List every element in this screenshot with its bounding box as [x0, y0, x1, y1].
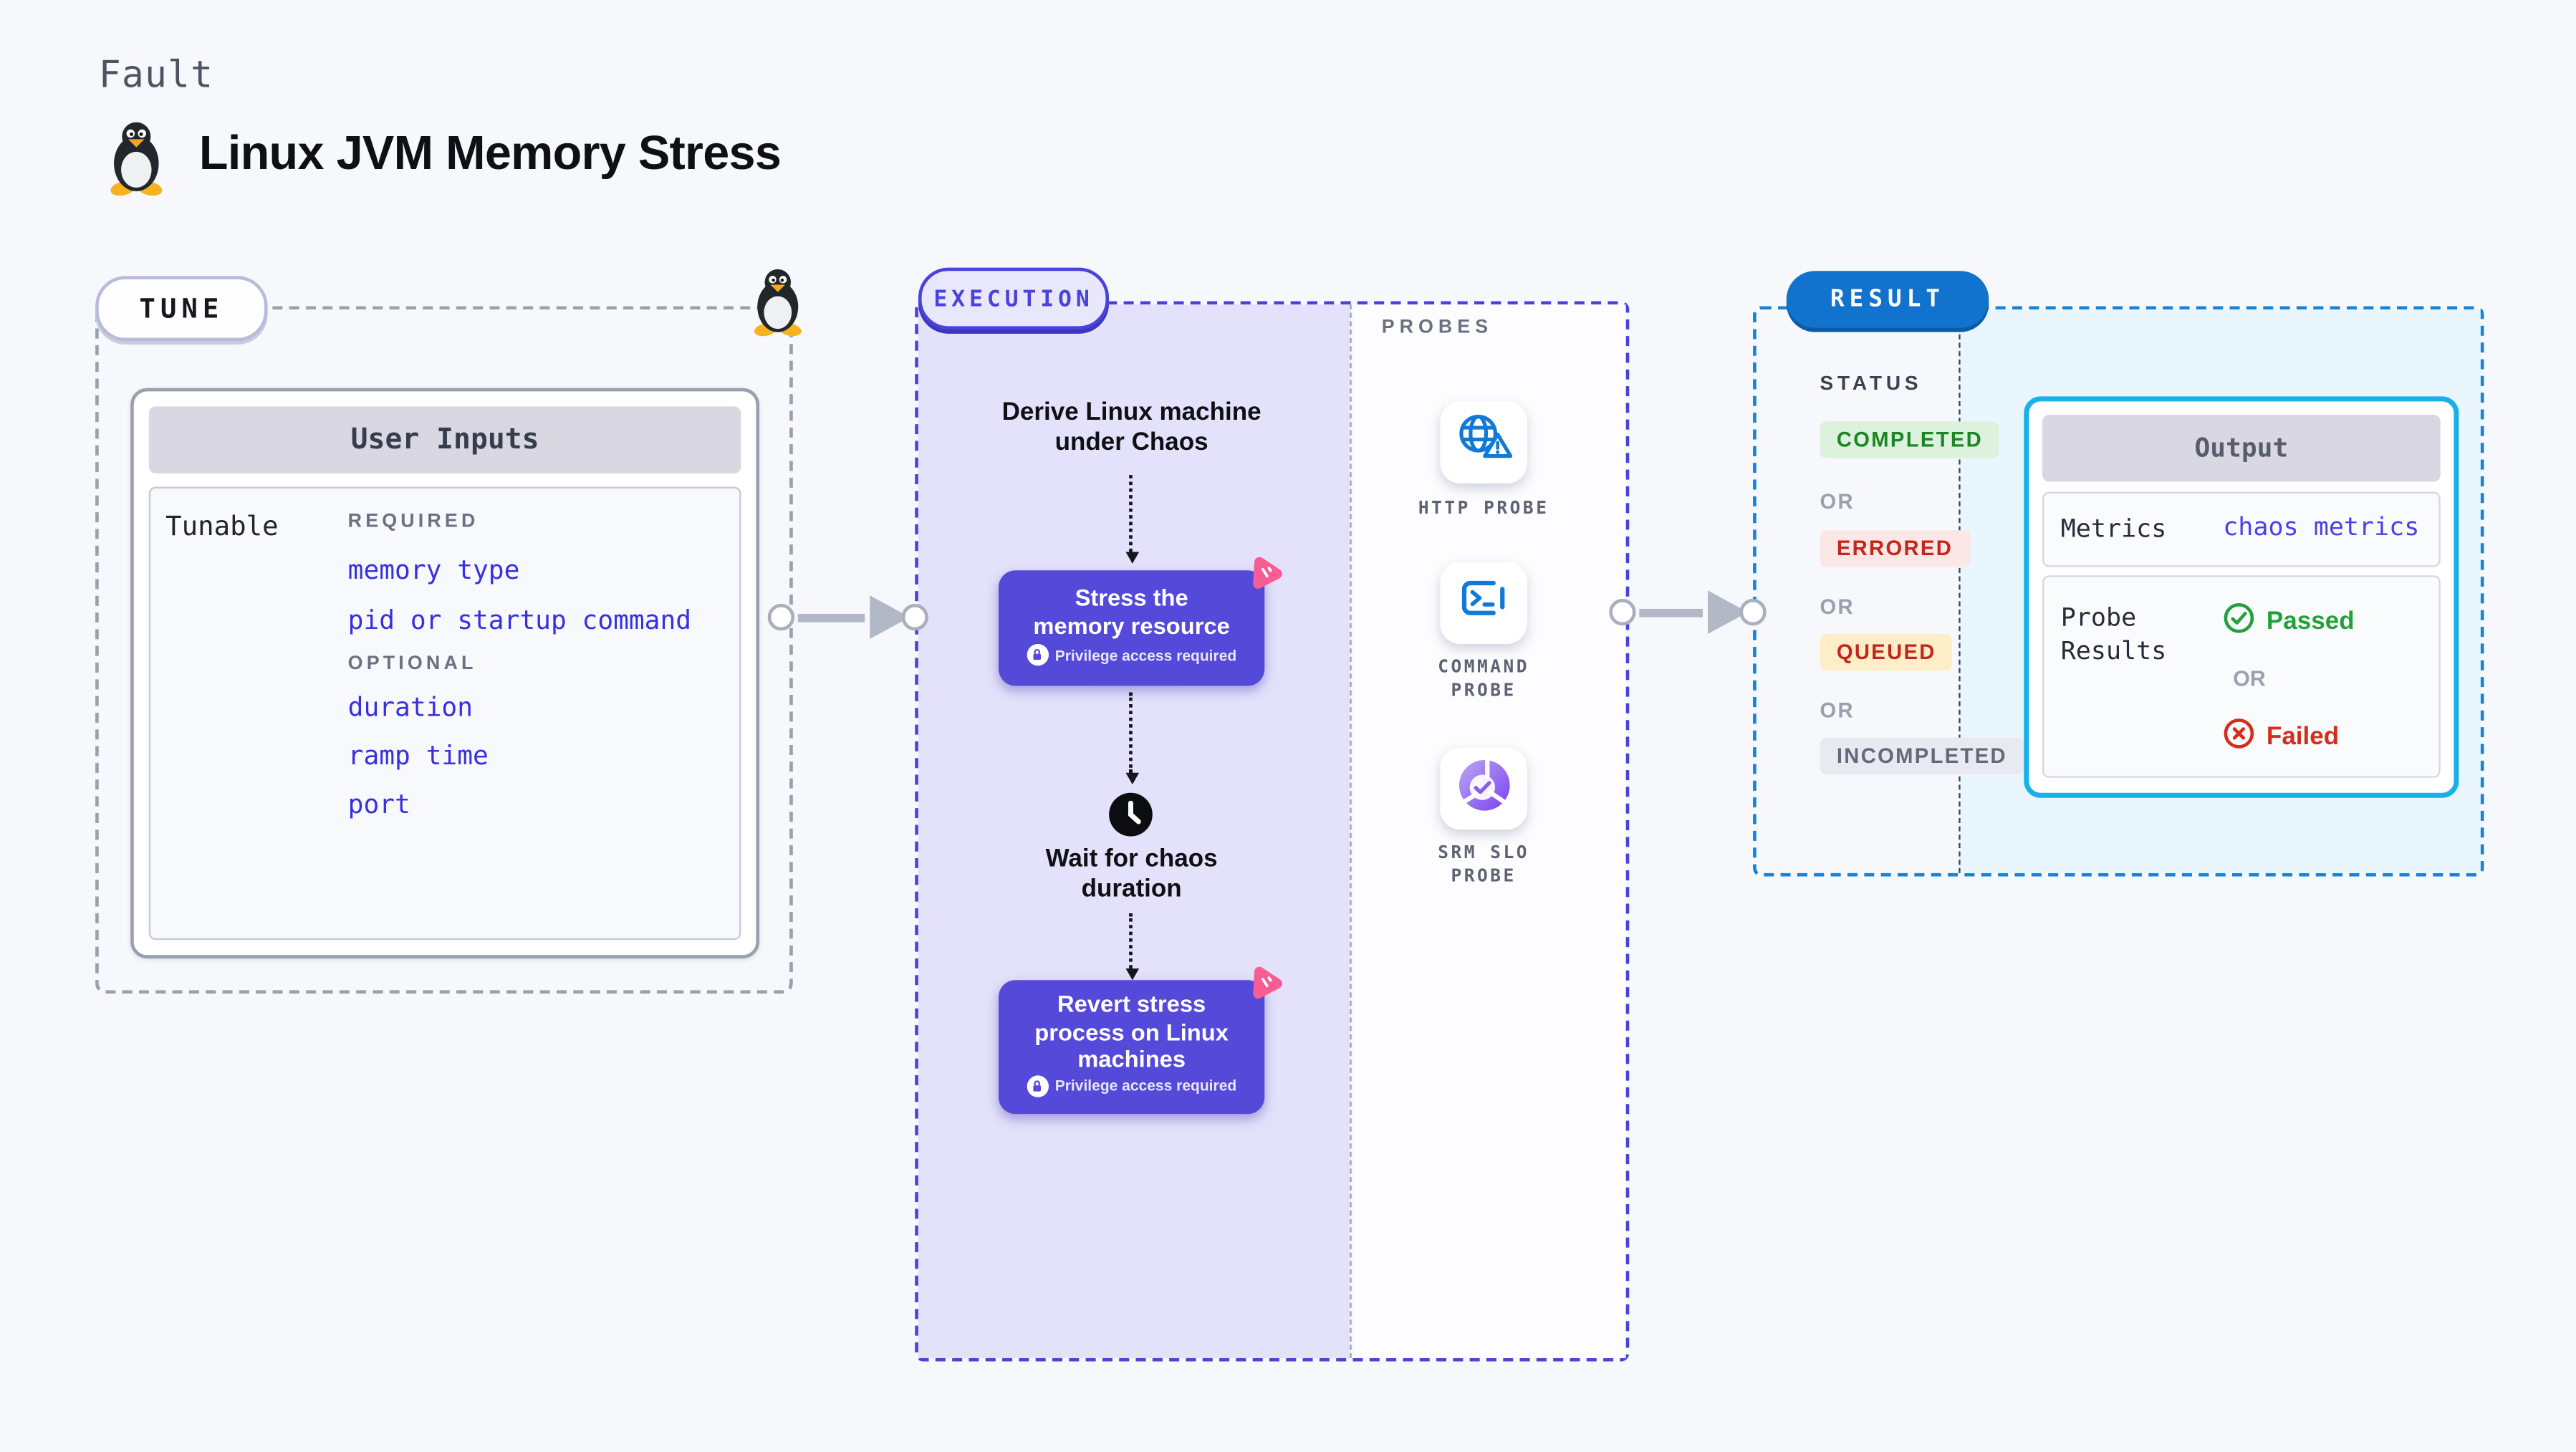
- status-badge-incompleted: INCOMPLETED: [1820, 737, 2024, 775]
- tunable-param: duration: [347, 692, 474, 723]
- privilege-note: Privilege access required: [1054, 646, 1237, 663]
- result-divider: [1959, 309, 1961, 873]
- arrow-line: [797, 612, 865, 622]
- required-heading: REQUIRED: [347, 511, 479, 532]
- tune-section-box: [95, 306, 793, 994]
- step-revert-node: Revert stress process on Linux machines …: [998, 980, 1265, 1115]
- or-separator: OR: [1820, 595, 1855, 619]
- execution-to-result-arrow: [1609, 590, 1767, 634]
- probes-heading: PROBES: [1381, 317, 1494, 338]
- output-header: Output: [2042, 415, 2441, 482]
- check-circle-icon: [2223, 602, 2254, 641]
- privilege-note: Privilege access required: [1054, 1077, 1237, 1095]
- user-inputs-card: User Inputs Tunable REQUIRED memory type…: [130, 388, 760, 958]
- arrow-line: [1639, 607, 1703, 617]
- step-stress-node: Stress the memory resource Privilege acc…: [998, 570, 1265, 686]
- clock-icon: [1107, 791, 1154, 846]
- probe-label-srm-slo: SRM SLO PROBE: [1438, 842, 1530, 887]
- probe-results-row: Probe Results Passed OR F: [2042, 575, 2441, 778]
- probe-label-http: HTTP PROBE: [1418, 498, 1549, 519]
- globe-alert-icon: [1453, 411, 1514, 473]
- chaos-badge-icon: [1243, 962, 1287, 1006]
- passed-result: Passed: [2223, 602, 2355, 641]
- failed-label: Failed: [2266, 722, 2340, 751]
- slo-pie-icon: [1453, 754, 1514, 824]
- metrics-label: Metrics: [2060, 513, 2167, 544]
- optional-heading: OPTIONAL: [347, 653, 477, 675]
- tune-pill: TUNE: [95, 276, 268, 342]
- kicker: Fault: [98, 55, 214, 97]
- probe-card-http: [1440, 401, 1527, 484]
- failed-result: Failed: [2223, 718, 2339, 756]
- status-badge-queued: QUEUED: [1820, 633, 1953, 671]
- probe-card-command: [1440, 562, 1527, 644]
- tune-to-execution-arrow: [767, 595, 928, 639]
- tunable-param: memory type: [347, 555, 520, 586]
- tux-icon: [105, 120, 167, 204]
- status-badge-completed: COMPLETED: [1820, 421, 2000, 458]
- execution-probes-divider: [1350, 304, 1352, 1359]
- result-pill: RESULT: [1786, 271, 1989, 328]
- probe-card-srm-slo: [1440, 747, 1527, 830]
- step-wait-text: Wait for chaos duration: [1045, 845, 1218, 903]
- output-card: Output Metrics chaos metrics Probe Resul…: [2024, 396, 2459, 798]
- metrics-value: chaos metrics: [2223, 511, 2420, 542]
- probe-label-command: COMMAND PROBE: [1438, 657, 1530, 701]
- connector-dot: [901, 602, 928, 630]
- tunable-row-label: Tunable: [165, 510, 279, 542]
- status-badge-errored: ERRORED: [1820, 530, 1970, 567]
- step-derive-text: Derive Linux machine under Chaos: [1001, 398, 1261, 457]
- user-inputs-header: User Inputs: [148, 406, 741, 473]
- connector-dot: [1739, 597, 1767, 625]
- flow-connector-icon: [1125, 913, 1138, 981]
- execution-pill: EXECUTION: [918, 267, 1110, 330]
- lock-icon: [1027, 643, 1049, 666]
- connector-dot: [1609, 597, 1636, 625]
- step-revert-title: Revert stress process on Linux machines: [1034, 990, 1229, 1072]
- step-stress-title: Stress the memory resource: [1033, 583, 1230, 638]
- tunable-param: ramp time: [347, 741, 489, 771]
- tux-icon: [749, 268, 806, 345]
- passed-label: Passed: [2266, 607, 2355, 636]
- probe-results-label: Probe Results: [2060, 602, 2167, 666]
- user-inputs-body: Tunable REQUIRED memory type pid or star…: [148, 486, 741, 941]
- lock-icon: [1027, 1074, 1049, 1097]
- terminal-icon: [1455, 575, 1512, 630]
- connector-dot: [767, 602, 795, 630]
- or-separator: OR: [1820, 699, 1855, 723]
- page-title: Linux JVM Memory Stress: [198, 127, 782, 181]
- metrics-row: Metrics chaos metrics: [2042, 491, 2441, 567]
- tunable-param: port: [347, 789, 410, 820]
- flow-connector-icon: [1125, 692, 1138, 785]
- x-circle-icon: [2223, 718, 2254, 756]
- status-heading: STATUS: [1820, 371, 1923, 395]
- or-separator: OR: [2233, 665, 2266, 691]
- tunable-param: pid or startup command: [347, 605, 692, 636]
- flow-connector-icon: [1125, 475, 1138, 564]
- or-separator: OR: [1820, 490, 1855, 514]
- chaos-badge-icon: [1243, 552, 1287, 596]
